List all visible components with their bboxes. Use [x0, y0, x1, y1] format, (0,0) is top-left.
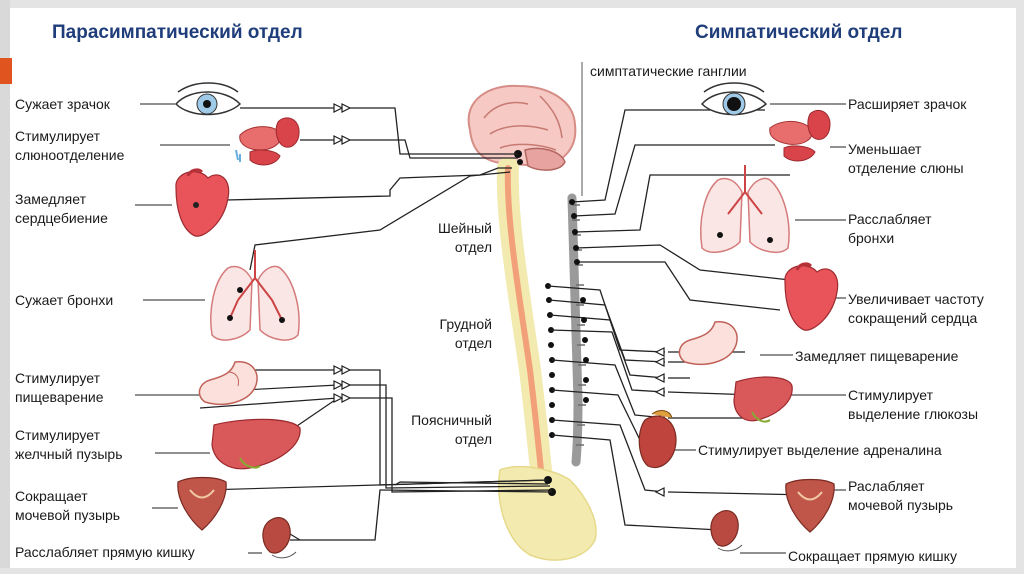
stomach-icon — [199, 362, 257, 404]
heart-icon — [176, 170, 229, 236]
eye-icon — [176, 83, 240, 115]
sympathetic-organ-links — [668, 352, 810, 495]
liver-right-icon — [734, 377, 792, 422]
liver-icon — [212, 419, 300, 468]
adrenal-kidney-icon — [639, 411, 676, 468]
bladder-right-icon — [786, 480, 834, 533]
salivary-gland-icon — [236, 118, 299, 165]
rectum-right-icon — [711, 511, 742, 551]
heart-right-icon — [785, 264, 838, 330]
stomach-right-icon — [679, 322, 737, 364]
lungs-right-icon — [701, 165, 789, 252]
eye-dilated-icon — [702, 83, 766, 115]
lungs-icon — [211, 250, 299, 340]
bladder-icon — [178, 478, 226, 531]
rectum-icon — [263, 518, 296, 558]
parasympathetic-ganglia-markers — [334, 104, 350, 402]
salivary-gland-right-icon — [770, 110, 830, 161]
vertebral-column — [508, 168, 542, 480]
